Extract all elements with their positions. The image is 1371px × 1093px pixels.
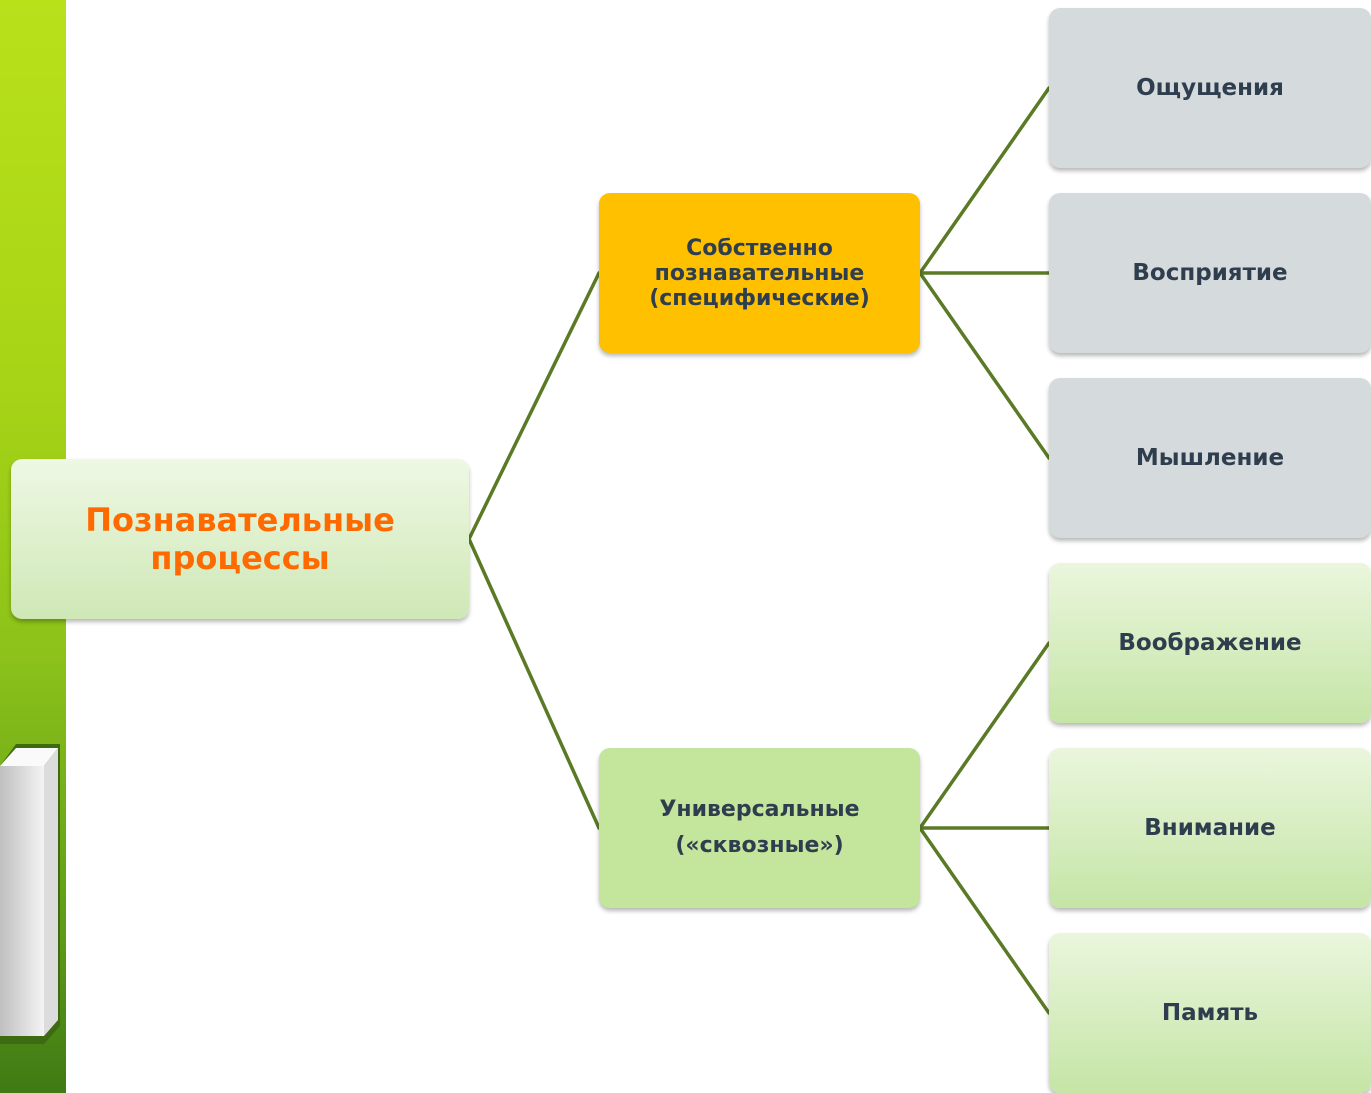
connector-universal-to-imagination: [918, 641, 1051, 830]
attention-label: Внимание: [1144, 815, 1276, 841]
connector-specific-to-thinking: [918, 271, 1051, 460]
attention-node: Внимание: [1049, 748, 1371, 908]
connector-lines: [467, 86, 1051, 1015]
specific-processes-label: Собственно познавательные (специфические…: [649, 235, 870, 311]
root-node: Познавательные процессы: [11, 459, 469, 619]
connector-root-to-specific: [467, 271, 601, 541]
sensations-label: Ощущения: [1136, 75, 1284, 101]
connector-specific-to-sensations: [918, 86, 1051, 275]
connector-root-to-universal: [467, 537, 601, 830]
perception-label: Восприятие: [1132, 260, 1288, 286]
thinking-node: Мышление: [1049, 378, 1371, 538]
imagination-node: Воображение: [1049, 563, 1371, 723]
imagination-label: Воображение: [1118, 630, 1302, 656]
sensations-node: Ощущения: [1049, 8, 1371, 168]
decorative-cube-image: [0, 744, 60, 1044]
root-node-label: Познавательные процессы: [85, 501, 395, 577]
perception-node: Восприятие: [1049, 193, 1371, 353]
connector-universal-to-memory: [918, 826, 1051, 1015]
specific-processes-node: Собственно познавательные (специфические…: [599, 193, 920, 353]
memory-node: Память: [1049, 933, 1371, 1093]
universal-processes-label: Универсальные («сквозные»): [659, 797, 860, 858]
memory-label: Память: [1161, 1000, 1259, 1026]
universal-processes-node: Универсальные («сквозные»): [599, 748, 920, 908]
thinking-label: Мышление: [1135, 445, 1285, 471]
